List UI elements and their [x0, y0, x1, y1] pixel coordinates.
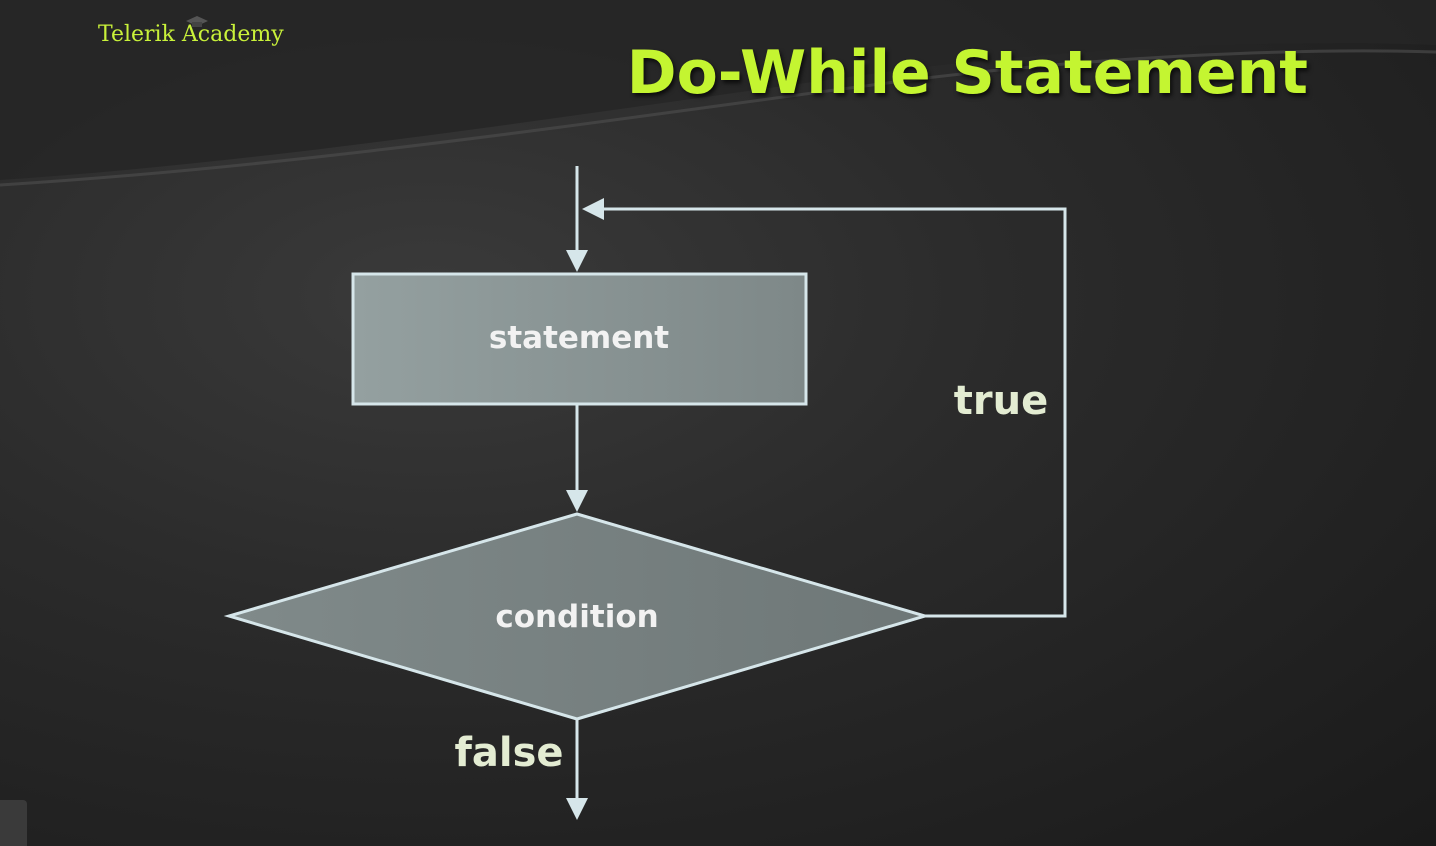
slide-title: Do-While Statement [626, 38, 1308, 108]
condition-label: condition [495, 599, 658, 635]
condition-node: condition [223, 512, 931, 721]
slide-corner-tab [0, 800, 27, 846]
false-label: false [454, 730, 563, 776]
statement-node: statement [351, 272, 808, 406]
statement-to-condition-arrow [566, 404, 588, 512]
true-label: true [954, 378, 1048, 424]
telerik-academy-logo: Telerik Academy [98, 16, 284, 47]
logo-text: Telerik Academy [98, 22, 284, 47]
statement-label: statement [489, 320, 669, 356]
entry-arrow [566, 166, 588, 272]
false-exit-arrow [566, 719, 588, 820]
true-loop-connector [582, 198, 1067, 618]
graduation-cap-icon [186, 16, 208, 27]
